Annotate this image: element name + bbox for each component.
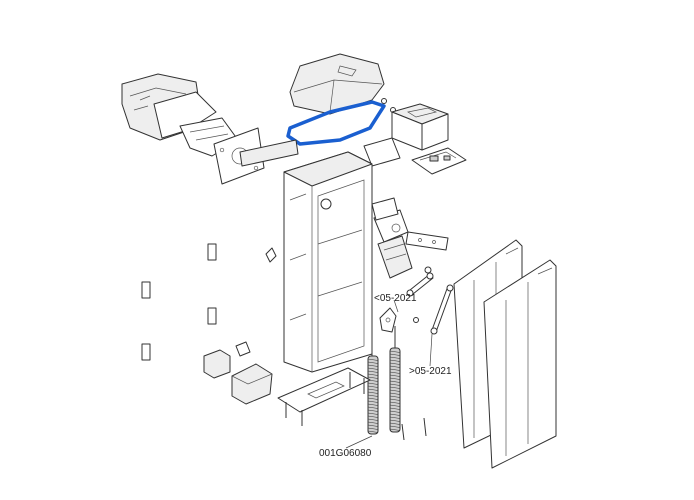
key-switch-4[interactable] — [141, 343, 151, 361]
highlighted-gasket[interactable] — [286, 100, 386, 146]
spring-coil — [389, 380, 401, 383]
spring-coil — [367, 385, 379, 388]
spring-coil — [367, 373, 379, 376]
spring-coil — [367, 403, 379, 406]
spring-coils — [367, 350, 401, 433]
spring-coil — [389, 383, 401, 386]
spring-coil — [367, 364, 379, 367]
spring-coil — [367, 415, 379, 418]
spring-coil — [367, 412, 379, 415]
cam-lever[interactable] — [379, 307, 397, 333]
spring-coil — [389, 374, 401, 377]
motor-bracket — [371, 197, 399, 221]
spring-coil — [367, 382, 379, 385]
side-cover-rear[interactable] — [483, 259, 557, 469]
spring-coil — [389, 416, 401, 419]
spring-coil — [389, 419, 401, 422]
spring-coil — [389, 350, 401, 353]
revision-callout-after: >05-2021 — [409, 366, 452, 377]
spring-coil — [389, 353, 401, 356]
main-cabinet[interactable] — [283, 151, 373, 373]
spring-coil — [389, 392, 401, 395]
spring-coil — [367, 424, 379, 427]
linkage-arm-new[interactable] — [430, 284, 454, 335]
spring-coil — [367, 409, 379, 412]
spring-coil — [389, 425, 401, 428]
spring-coil — [367, 376, 379, 379]
leader-lines — [345, 299, 433, 449]
control-board[interactable] — [411, 147, 467, 175]
spring-coil — [389, 401, 401, 404]
linkage-arm-old[interactable] — [406, 272, 434, 297]
spring-coil — [389, 404, 401, 407]
spring-coil — [389, 428, 401, 431]
spring-coil — [389, 356, 401, 359]
spring-coil — [389, 389, 401, 392]
spring-coil — [367, 397, 379, 400]
spring-coil — [367, 391, 379, 394]
key-switch-2[interactable] — [141, 281, 151, 299]
spring-coil — [389, 413, 401, 416]
spring-coil — [389, 365, 401, 368]
spring-coil — [367, 358, 379, 361]
spring-coil — [389, 422, 401, 425]
spring-coil — [389, 407, 401, 410]
spring-coil — [367, 406, 379, 409]
spring-coil — [389, 359, 401, 362]
spring-rods — [371, 326, 427, 441]
key-switch-3[interactable] — [207, 307, 217, 325]
spring-coil — [367, 367, 379, 370]
output-shaft[interactable] — [239, 139, 299, 167]
spring-coil — [367, 421, 379, 424]
spring-coil — [389, 377, 401, 380]
spring-coil — [389, 386, 401, 389]
spring-coil — [367, 394, 379, 397]
mounting-bracket — [363, 137, 401, 167]
small-component[interactable] — [235, 341, 251, 357]
spring-coil — [367, 418, 379, 421]
spring-coil — [389, 362, 401, 365]
antenna-clip — [265, 247, 277, 263]
spring-coil — [389, 371, 401, 374]
spring-coil — [389, 398, 401, 401]
spring-coil — [367, 400, 379, 403]
control-unit-cover[interactable] — [391, 103, 449, 151]
spring-coil — [367, 430, 379, 433]
spring-coil — [367, 427, 379, 430]
spring-coil — [367, 370, 379, 373]
spring-coil — [367, 388, 379, 391]
spring-coil — [389, 410, 401, 413]
foundation-plate[interactable] — [277, 367, 371, 426]
spring-coil — [389, 368, 401, 371]
link-screws — [413, 266, 432, 323]
spring-fixing-bar[interactable] — [405, 231, 449, 251]
transformer-block[interactable] — [231, 363, 273, 405]
revision-callout-before: <05-2021 — [374, 293, 417, 304]
battery-block[interactable] — [203, 349, 231, 379]
top-cover[interactable] — [289, 53, 385, 115]
spring-coil — [389, 395, 401, 398]
key-switch-1[interactable] — [207, 243, 217, 261]
part-code-callout: 001G06080 — [319, 448, 372, 459]
spring-coil — [367, 361, 379, 364]
